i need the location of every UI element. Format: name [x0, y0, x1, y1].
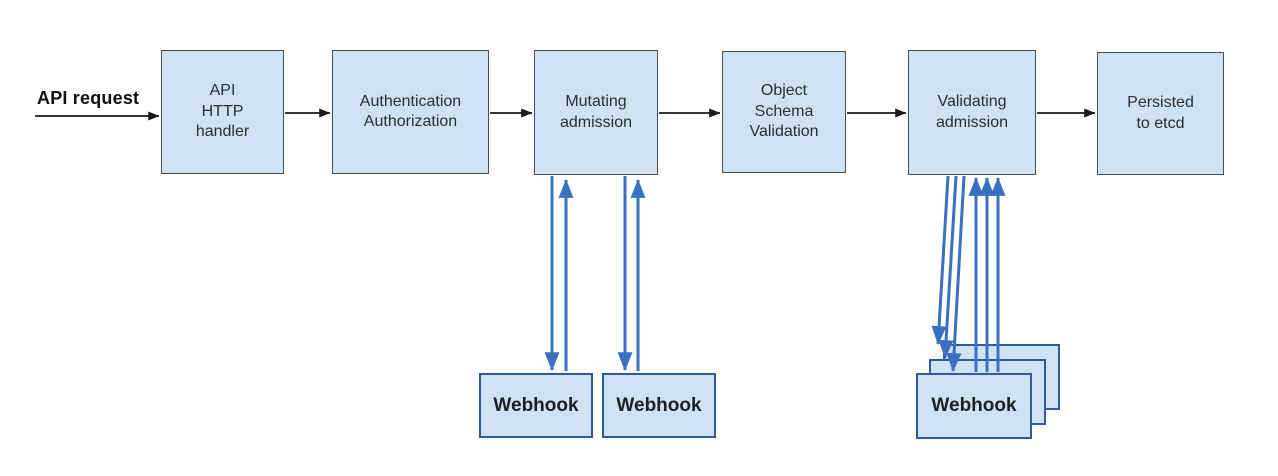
- node-label: Authentication Authorization: [359, 92, 462, 130]
- node-label: Persisted to etcd: [1127, 94, 1194, 132]
- webhook-label: Webhook: [493, 394, 579, 416]
- node-api-http-handler: API HTTP handler: [161, 50, 284, 174]
- node-authentication-authorization: Authentication Authorization: [332, 50, 489, 174]
- mutating-webhook-box-1: Webhook: [479, 373, 593, 438]
- validating-webhook-call-arrow-3: [946, 175, 966, 372]
- webhook-label: Webhook: [616, 394, 702, 416]
- node-persisted-to-etcd: Persisted to etcd: [1097, 52, 1224, 175]
- api-request-label: API request: [37, 88, 140, 108]
- node-mutating-admission: Mutating admission: [534, 50, 658, 175]
- node-label: Mutating admission: [559, 93, 633, 131]
- node-validating-admission: Validating admission: [908, 50, 1036, 175]
- validating-webhook-call-arrow-1: [931, 175, 950, 345]
- mutating-webhook-box-2: Webhook: [602, 373, 716, 438]
- node-label: Validating admission: [935, 93, 1009, 131]
- webhook-label: Webhook: [931, 395, 1017, 416]
- node-label: Object Schema Validation: [749, 82, 819, 141]
- validating-webhook-box-front: Webhook: [916, 373, 1032, 439]
- node-object-schema-validation: Object Schema Validation: [722, 51, 846, 173]
- validating-webhook-call-arrow-2: [938, 175, 958, 359]
- node-label: API HTTP handler: [195, 82, 250, 141]
